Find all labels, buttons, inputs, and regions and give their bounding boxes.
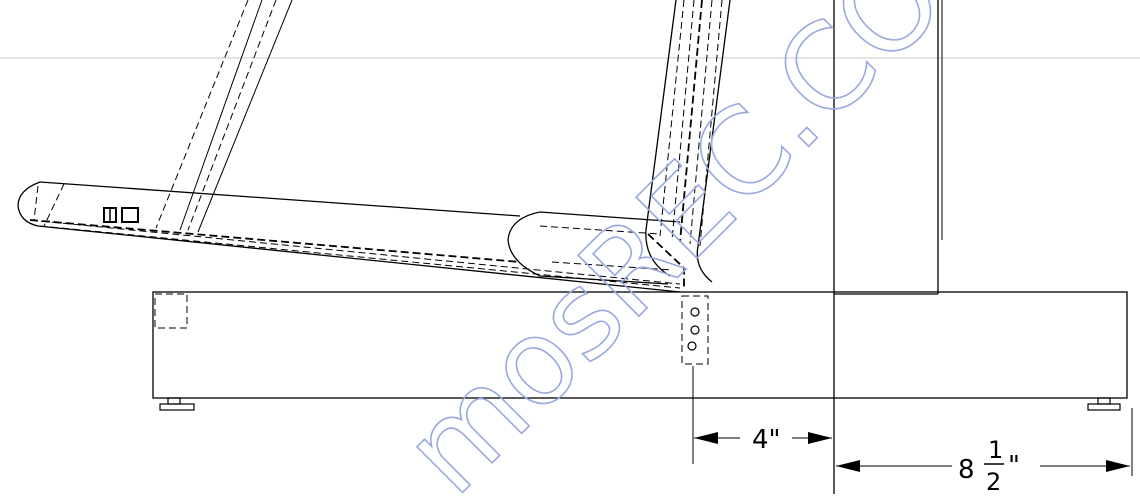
leveling-foot-left [159, 397, 195, 411]
diagonal-strut [155, 0, 293, 233]
dimension-4in: 4" [694, 425, 832, 455]
dimension-8-half-denominator: 2 [986, 468, 1001, 496]
dimension-extension-lines [692, 366, 1133, 476]
arm-rail [17, 181, 681, 293]
wall-panel [833, 0, 943, 494]
dimension-8-half-unit: " [1008, 451, 1020, 481]
latch-block [103, 207, 139, 223]
base-platform [152, 291, 1128, 399]
hinge-housing [507, 211, 681, 285]
dimension-8-half-whole: 8 [958, 455, 975, 485]
dimension-8-half-numerator: 1 [988, 436, 1003, 464]
dimension-8-half-in: 8 1 2 " [836, 436, 1130, 496]
dimension-4in-label: 4" [752, 425, 781, 455]
back-post [645, 0, 731, 290]
leveling-foot-right [1087, 397, 1121, 411]
